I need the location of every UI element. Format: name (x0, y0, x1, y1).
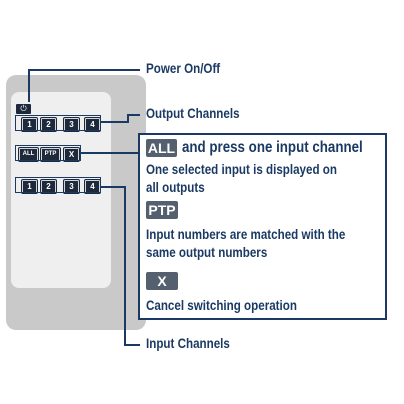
ptp-tag: PTP (146, 201, 178, 219)
output-leader-vertical (127, 114, 129, 123)
output-key-4[interactable]: 4 (85, 118, 100, 131)
all-heading: and press one input channel (182, 139, 363, 156)
all-tag: ALL (146, 139, 177, 157)
power-button[interactable]: ⏻ (16, 104, 31, 114)
input-key-1[interactable]: 1 (22, 180, 37, 193)
power-leader-horizontal (28, 69, 140, 71)
input-leader-horizontal (101, 186, 126, 188)
input-keys-outline (15, 177, 101, 193)
input-label: Input Channels (146, 336, 230, 351)
all-desc-line1: One selected input is displayed on (146, 162, 337, 177)
mode-leader (81, 152, 138, 154)
output-leader-horizontal (101, 121, 129, 123)
output-label: Output Channels (146, 106, 240, 121)
mode-info-box (138, 133, 387, 320)
x-tag: X (146, 272, 178, 290)
all-desc-line2: all outputs (146, 180, 205, 195)
mode-keys-outline (15, 145, 81, 161)
ptp-desc-line1: Input numbers are matched with the (146, 227, 346, 242)
ptp-desc-line2: same output numbers (146, 245, 268, 260)
output-leader-top (127, 114, 140, 116)
x-desc: Cancel switching operation (146, 298, 297, 313)
input-key-2[interactable]: 2 (41, 180, 56, 193)
output-key-3[interactable]: 3 (64, 118, 79, 131)
input-leader-vertical (124, 186, 126, 346)
output-keys-outline (15, 115, 101, 131)
input-leader-bottom (124, 344, 140, 346)
power-leader-vertical (28, 69, 30, 102)
power-label: Power On/Off (146, 61, 221, 76)
input-key-3[interactable]: 3 (64, 180, 79, 193)
